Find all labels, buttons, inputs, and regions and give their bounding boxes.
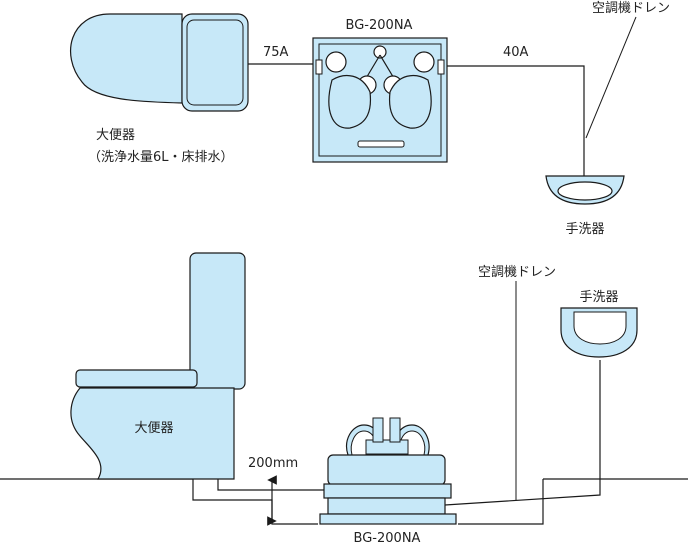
pit-outline-right [458, 479, 544, 525]
sink-side-icon [560, 307, 638, 358]
drain-leader-top [585, 16, 637, 139]
pump-unit-plan-icon [312, 37, 448, 163]
pump-unit-side-icon [319, 417, 457, 525]
top-view: 75A BG-200NA 40A 空調機ドレン 手 [69, 1, 670, 237]
unit-label-side: BG-200NA [354, 531, 421, 545]
unit-label-top: BG-200NA [346, 18, 413, 33]
drain-label-side: 空調機ドレン [478, 265, 556, 280]
pipe-40a [447, 65, 585, 176]
sink-plan-icon [545, 175, 625, 205]
toilet-label-line2: （洗浄水量6L・床排水） [88, 150, 234, 165]
toilet-drain-pipe [217, 479, 332, 491]
sink-label-top: 手洗器 [565, 222, 604, 237]
toilet-label-line1: 大便器 [96, 128, 135, 143]
pipe-label-75a: 75A [263, 45, 289, 60]
pit-outline-left [192, 479, 318, 525]
side-view: 大便器 200mm BG-200NA 空調機ドレン [0, 252, 688, 546]
toilet-plan-icon [69, 13, 249, 112]
depth-label: 200mm [248, 456, 298, 471]
discharge-pipe [444, 360, 601, 506]
sink-label-side: 手洗器 [579, 290, 618, 305]
toilet-side-icon [70, 252, 246, 480]
pipe-label-40a: 40A [503, 45, 529, 60]
toilet-label-side: 大便器 [134, 421, 173, 436]
drain-label-top: 空調機ドレン [592, 1, 670, 16]
